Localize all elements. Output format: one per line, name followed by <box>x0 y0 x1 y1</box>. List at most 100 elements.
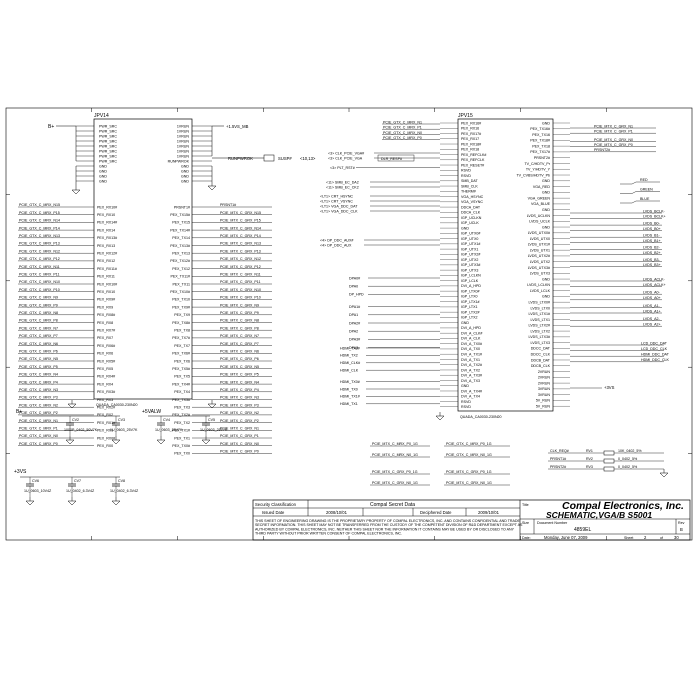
jpv15-pin-left: RSVD <box>461 174 471 178</box>
jpv14-net-right: PCIE_MTX_C_GRX_N11 <box>220 273 261 277</box>
jpv15-pin-right: GND <box>542 295 550 299</box>
jpv14-power-pin-right: GND <box>181 164 189 168</box>
jpv14-net-left: PCIE_GTX_C_MRX_N3 <box>19 388 58 392</box>
jpv15-dp-net: DPA1 <box>349 313 358 317</box>
jpv14-pin-right: PEX_TX9# <box>172 305 190 309</box>
jpv15-pin-left: SMB_DAT <box>461 179 479 183</box>
of-label: of <box>660 536 663 540</box>
jpv14-net-left: PCIE_GTX_C_MRX_P3 <box>19 396 58 400</box>
jpv14-power-pin-left: PWR_SRC <box>99 139 117 143</box>
jpv14-net-left: PCIE_GTX_C_MRX_N15 <box>19 203 60 207</box>
jpv14-net-right: PCIE_MTX_C_GRX_P5 <box>220 373 259 377</box>
jpv14-power-pin-left: PWR_SRC <box>99 149 117 153</box>
sheet-total: 30 <box>674 535 679 540</box>
jpv15-pin-right: GND <box>542 191 550 195</box>
jpv14-net-left: PCIE_GTX_C_MRX_P0 <box>19 442 58 446</box>
jpv15-pin-left: IGP_LTX2# <box>461 310 480 314</box>
jpv15-pin-left: DVI_A_HPD <box>461 284 481 288</box>
jpv15-pin-right: PEX_TX16 <box>532 133 550 137</box>
jpv15-lvds-upper: LVDS_B1+ <box>643 239 661 243</box>
jpv14-net-right: PCIE_MTX_C_GRX_P3 <box>220 403 259 407</box>
jpv14-net-left: PCIE_GTX_C_MRX_N8 <box>19 311 58 315</box>
jpv15-dp-net: DPA0# <box>349 276 360 280</box>
jpv15-pin-right: PRSNT2# <box>534 156 550 160</box>
jpv14-pin-right: PEX_TX4 <box>174 390 190 394</box>
capacitor-ref: CV5 <box>208 418 215 422</box>
jpv15-dlr-resp: DLR_RESP# <box>381 157 402 161</box>
jpv15-lvds-lower: LVDS_A0+ <box>643 296 661 300</box>
jpv14-net-right: PCIE_MTX_C_GRX_P13 <box>220 249 261 253</box>
jpv15-pin-right: PEX_TX18 <box>532 144 550 148</box>
jpv15-smb-net: <11> SMB_EC_DA2 <box>326 180 359 184</box>
jpv15-pin-left: IGP_UTX1# <box>461 242 480 246</box>
mid-net-right: PCIE_MTX_C_GRX_P0_1G <box>446 470 492 474</box>
jpv14-pin-left: PEX_RX6 <box>97 352 113 356</box>
mid-net-right: PCIE_GTX_C_MRX_P0_1G <box>446 442 492 446</box>
resistor-ref: RV3 <box>586 465 593 469</box>
jpv15-pin-right: 2VRUN <box>538 370 551 374</box>
jpv15-pin-left: IGP_UCLKN <box>461 216 482 220</box>
jpv15-dp-net: DPA3# <box>349 338 360 342</box>
jpv14-power-pin-right: 1VRUN <box>177 154 190 158</box>
jpv14-pin-left: PEX_RX5 <box>97 367 113 371</box>
jpv15-pin-right: LVDS_LTX2 <box>531 329 550 333</box>
resistor-body <box>603 466 615 472</box>
jpv14-pin-left: PEX_RX8 <box>97 321 113 325</box>
jpv14-net-right: PCIE_MTX_C_GRX_N6 <box>220 350 259 354</box>
jpv15-pin-left: IGP_LTX0# <box>461 289 480 293</box>
jpv15-pin-right: 5V_RUN <box>536 399 551 403</box>
jpv15-lvds-upper: LVDS_BCLK+ <box>643 215 666 219</box>
jpv14-pin-left: PEX_RX12# <box>97 252 117 256</box>
jpv14-pin-right: PEX_TX15 <box>172 221 190 225</box>
capacitor-ref: CV2 <box>72 418 79 422</box>
jpv15-dp-net: DPA3 <box>349 346 358 350</box>
mid-net-left: PCIE_MTX_C_GRX_N0_1G <box>372 481 418 485</box>
jpv15-lvds-lower: LVDS_A1+ <box>643 309 661 313</box>
jpv14-power-pin-right: 1VRUN <box>177 129 190 133</box>
jpv15-lvds-upper: LVDS_B2+ <box>643 251 661 255</box>
jpv14-power-pin-right: RUNPWROK <box>168 159 190 163</box>
jpv15-crt-net: <LT1> CRT_HSYNC <box>320 194 353 198</box>
jpv14-pin-right: PEX_TX5 <box>174 375 190 379</box>
jpv15-lvds-upper: LVDS_B0+ <box>643 227 661 231</box>
jpv15-net-left: PCIE_GTX_C_MRX_N0 <box>383 131 422 135</box>
jpv15-pin-right: LVDS_LTX3# <box>529 335 550 339</box>
jpv14-pin-right: PEX_TX1# <box>172 429 190 433</box>
jpv14-net-left: PCIE_GTX_C_MRX_P11 <box>19 273 59 277</box>
jpv14-pin-left: PEX_RX2 <box>97 413 113 417</box>
jpv14-pin-right: PEX_TX8# <box>172 321 190 325</box>
jpv15-pin-right: LVDS_UTX3# <box>528 266 550 270</box>
jpv14-net-left: PCIE_GTX_C_MRX_P2 <box>19 411 58 415</box>
jpv14-net-left: PCIE_GTX_C_MRX_P12 <box>19 257 60 261</box>
jpv15-color-net: RED <box>640 178 648 182</box>
jpv14-net-right: PCIE_MTX_C_GRX_P8 <box>220 326 259 330</box>
jpv14-net-left: PCIE_GTX_C_MRX_P5 <box>19 365 58 369</box>
jpv14-net-left: PCIE_GTX_C_MRX_N0 <box>19 434 58 438</box>
jpv14-pin-right: PEX_TX2# <box>172 413 190 417</box>
jpv15-pin-left: IGP_LTX2 <box>461 316 478 320</box>
jpv15-pin-left: DDCA_DAT <box>461 205 481 209</box>
jpv14-pin-left: PEX_RX14 <box>97 228 115 232</box>
jpv15-pin-right: TV_C/HDTV_Pr <box>524 162 550 166</box>
capacitor-value: 1U_0603_25V7K <box>110 428 138 432</box>
resistor-net: PRSNT2# <box>550 465 566 469</box>
connector-jpv14: JPV14 QUADA_CA0030-230N20 B+ +1.5VS_MB R… <box>18 113 316 456</box>
jpv14-net-right: PCIE_MTX_C_GRX_P2 <box>220 419 259 423</box>
jpv15-pin-left: IGP_UTX2 <box>461 258 478 262</box>
jpv14-pin-left: PEX_RX10# <box>97 205 117 209</box>
jpv15-pin-left: DDCA_CLK <box>461 211 481 215</box>
jpv14-runpwrok: RUNPWROK <box>228 156 253 161</box>
jpv15-v3: +3VS <box>604 385 615 390</box>
jpv14-net-right: PCIE_MTX_C_GRX_P11 <box>220 280 260 284</box>
jpv15-hdmi-net: HDMI_TX1 <box>340 402 358 406</box>
jpv15-plt-rst: <3> PLT_RST# <box>330 166 355 170</box>
sheet-label: Sheet <box>624 536 633 540</box>
jpv14-net-left: PCIE_GTX_C_MRX_N13 <box>19 234 60 238</box>
jpv14-pin-left: PEX_RX11 <box>97 275 115 279</box>
jpv15-pin-right: LVDS_UTX0 <box>530 237 550 241</box>
jpv15-pin-left: RSVD <box>461 405 471 409</box>
jpv14-part: QUADA_CA0030-230N20 <box>96 403 138 407</box>
jpv15-pin-right: TV_CVBS/HDTV_Pb <box>516 173 550 177</box>
jpv15-lvds-upper: LVDS_BCLK- <box>643 209 666 213</box>
jpv14-pin-left: PEX_RX4 <box>97 382 113 386</box>
